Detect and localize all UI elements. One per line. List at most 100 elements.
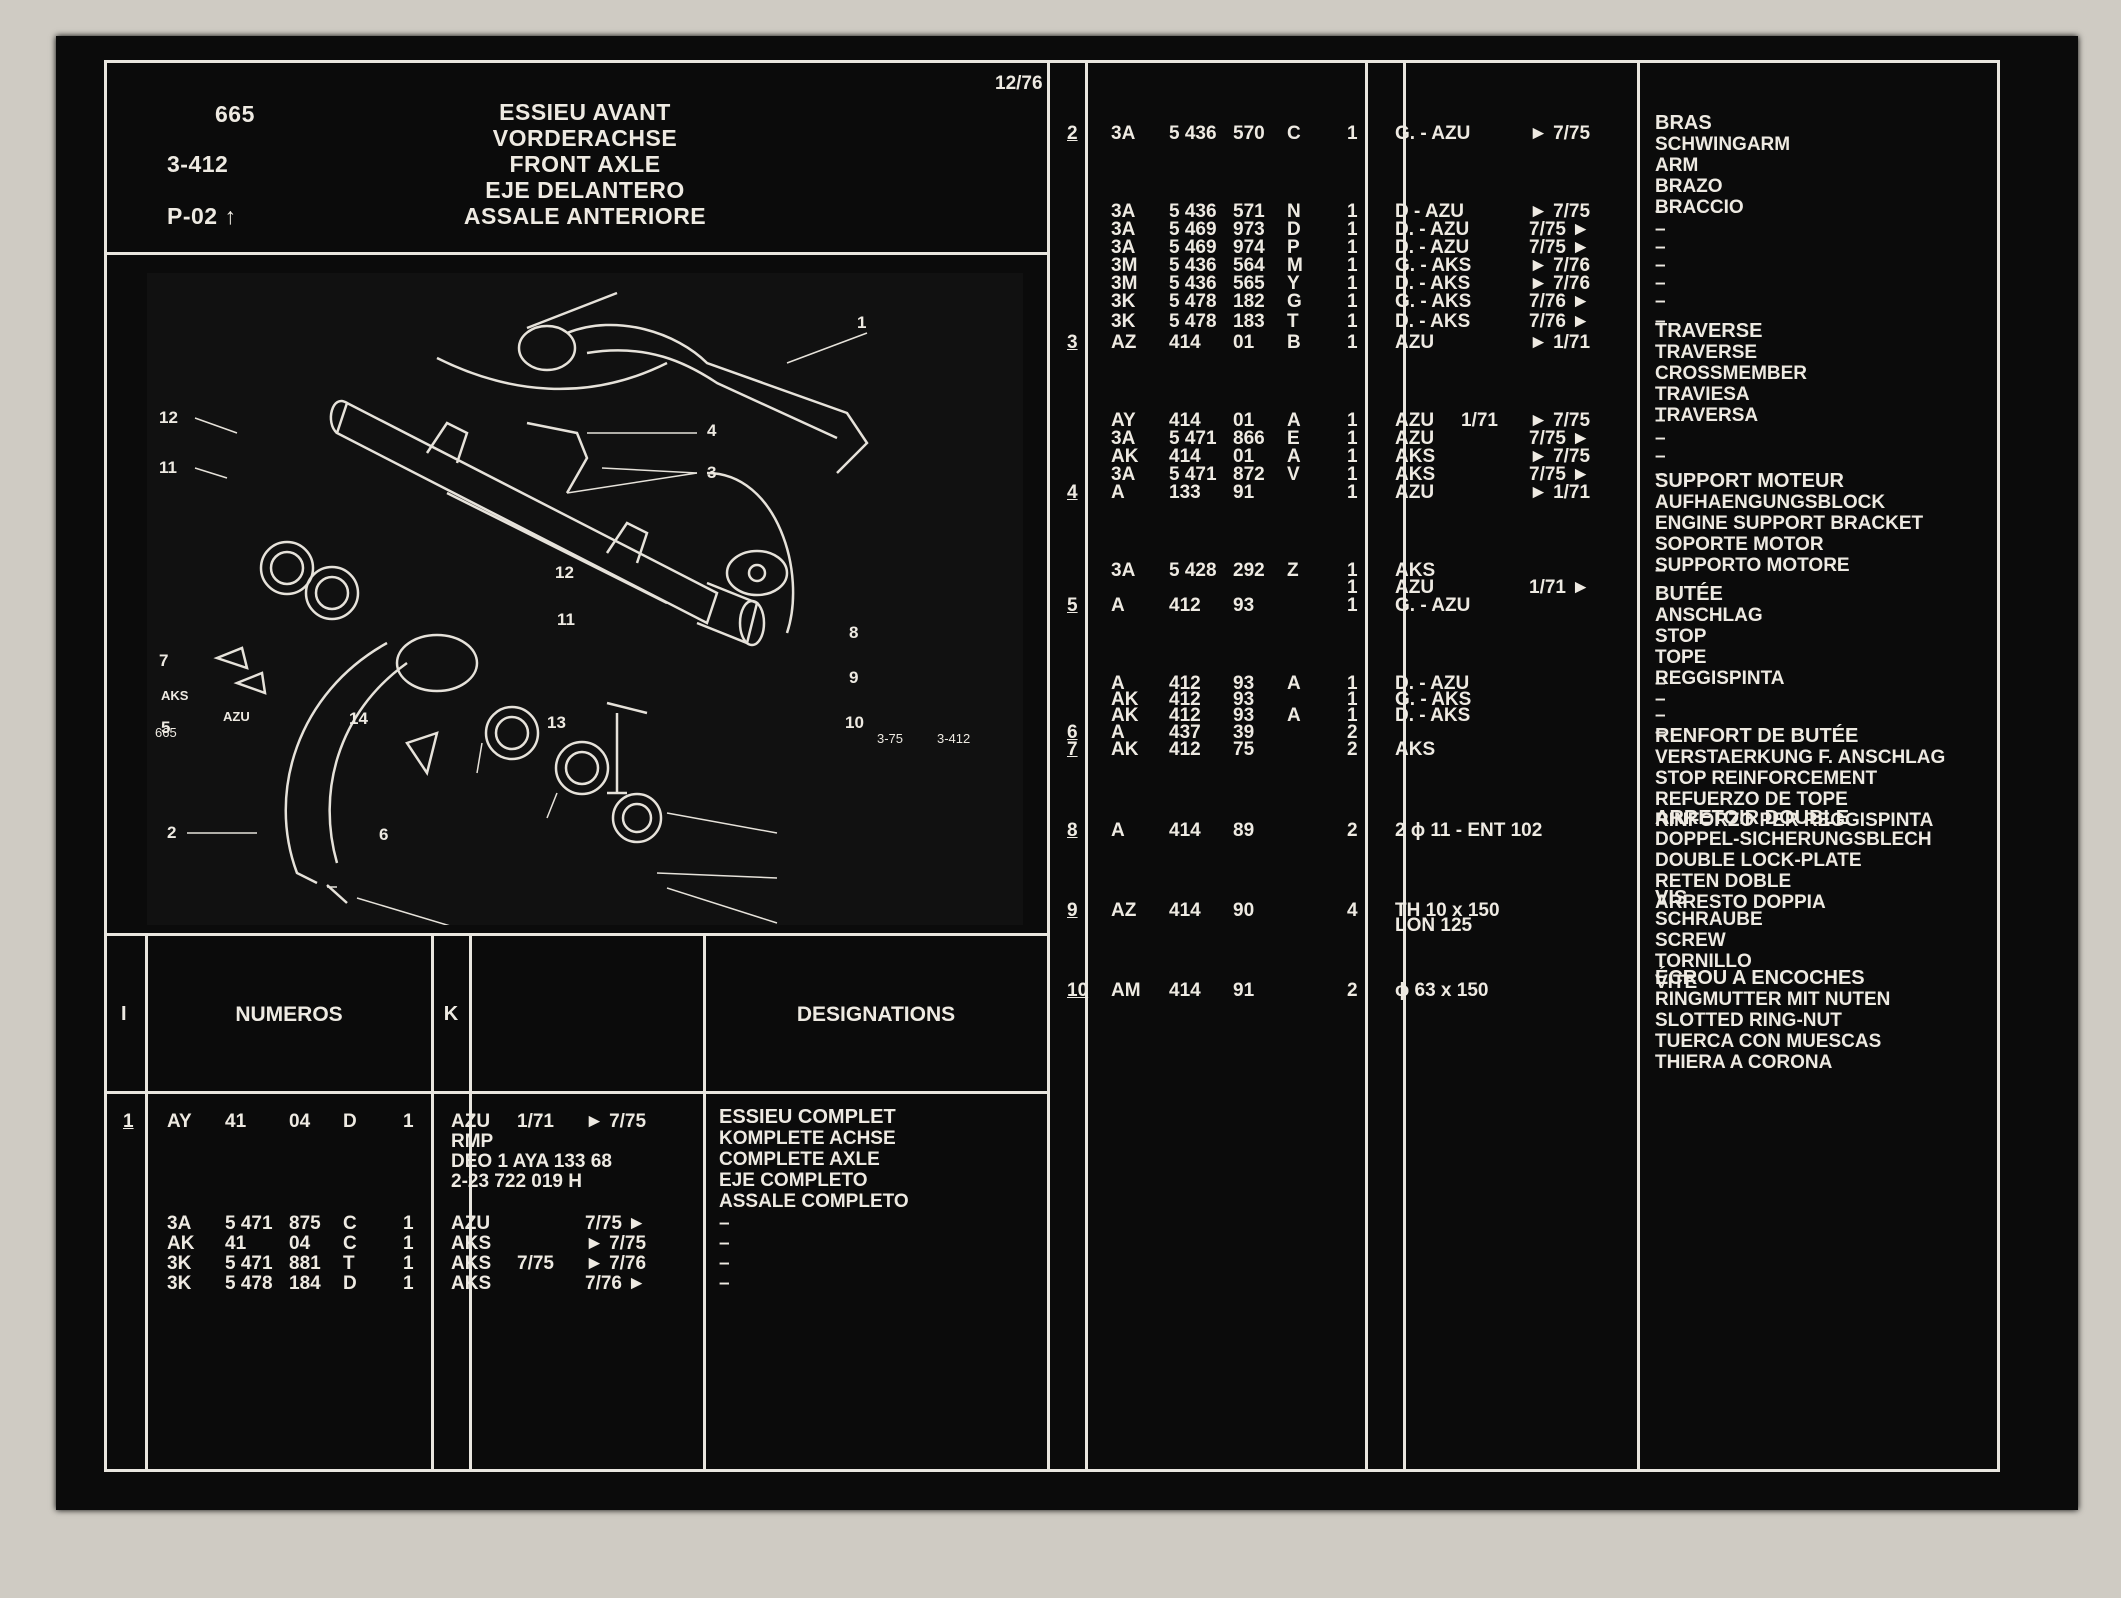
version: AZU <box>1395 428 1435 449</box>
quantity: 1 <box>1347 446 1358 467</box>
version: AKS <box>1395 560 1436 581</box>
designation-line: ANSCHLAG <box>1655 605 1763 626</box>
quantity: 1 <box>403 1233 414 1254</box>
version: AKS <box>1395 446 1436 467</box>
part-number-a: 5 478 <box>225 1273 273 1294</box>
designation-dash: – <box>1655 273 1666 294</box>
part-number-a: 412 <box>1169 595 1201 616</box>
quantity: 1 <box>1347 673 1358 694</box>
part-number-b: 570 <box>1233 123 1265 144</box>
date-from: 1/71 <box>517 1111 554 1132</box>
tag-azu: AZU <box>223 709 250 724</box>
version: G. - AZU <box>1395 123 1471 144</box>
designation-dash: – <box>719 1213 730 1234</box>
version: AZU <box>1395 410 1435 431</box>
designation-line: VITE <box>1655 972 1698 993</box>
part-number-b: 93 <box>1233 673 1255 694</box>
designation-line: VERSTAERKUNG F. ANSCHLAG <box>1655 747 1946 768</box>
part-number-b: 91 <box>1233 980 1255 1001</box>
part-number-b: 93 <box>1233 689 1255 710</box>
col-header-numbers: NUMEROS <box>235 1003 343 1026</box>
version: AKS <box>451 1253 492 1274</box>
quantity: 1 <box>403 1273 414 1294</box>
designation-dash: – <box>1655 410 1666 431</box>
part-number-a: 5 436 <box>1169 255 1217 276</box>
col-line <box>1403 63 1406 1469</box>
part-prefix: 3K <box>167 1253 192 1274</box>
version: ϕ 63 x 150 <box>1395 980 1489 1001</box>
designation-dash: – <box>1655 446 1666 467</box>
parts-sheet: 665 3-412 P-02 ↑ 12/76 ESSIEU AVANT VORD… <box>104 60 2000 1472</box>
diagram-footer-date: 3-75 <box>877 731 904 746</box>
version: G. - AKS <box>1395 255 1472 276</box>
part-number-a: 5 471 <box>225 1213 273 1234</box>
date-to: 7/75 ► <box>1529 464 1591 485</box>
date-to: ► 7/75 <box>1529 410 1591 431</box>
part-suffix: Z <box>1287 560 1299 581</box>
callout-11a: 11 <box>159 458 177 477</box>
version: AZU <box>1395 332 1435 353</box>
part-suffix: N <box>1287 201 1301 222</box>
part-prefix: AK <box>1111 739 1139 760</box>
designation-line: RINFORZO PER REGGISPINTA <box>1655 810 1934 831</box>
date-to: ► 7/75 <box>585 1111 647 1132</box>
quantity: 1 <box>1347 464 1358 485</box>
callout-13: 13 <box>547 713 566 732</box>
colheader-divider <box>107 1091 1049 1094</box>
part-number-a: 5 471 <box>1169 464 1217 485</box>
col-header-qty: K <box>443 1003 459 1025</box>
part-number-a: 5 436 <box>1169 201 1217 222</box>
part-number-b: 565 <box>1233 273 1265 294</box>
version: LON 125 <box>1395 915 1473 936</box>
designation-line: SCHWINGARM <box>1655 134 1791 155</box>
col-line <box>1085 63 1088 1469</box>
part-number-b: 91 <box>1233 482 1255 503</box>
part-number-a: 414 <box>1169 446 1201 467</box>
edition-date: 12/76 <box>995 73 1043 94</box>
designation-line: ASSALE COMPLETO <box>719 1191 909 1212</box>
part-prefix: A <box>1111 820 1125 841</box>
col-line <box>703 933 706 1469</box>
part-prefix: 3A <box>167 1213 192 1234</box>
version: AZU <box>1395 482 1435 503</box>
designation-line: BRACCIO <box>1655 197 1744 218</box>
part-suffix: D <box>343 1111 357 1132</box>
designation-line: COMPLETE AXLE <box>719 1149 880 1170</box>
item-index: 7 <box>1067 739 1078 760</box>
designation-line: TRAVIESA <box>1655 384 1750 405</box>
quantity: 1 <box>1347 273 1358 294</box>
part-number-a: 414 <box>1169 332 1201 353</box>
part-suffix: V <box>1287 464 1300 485</box>
designation-main: ESSIEU COMPLET <box>719 1106 896 1128</box>
version: D - AZU <box>1395 201 1464 222</box>
designation-main: ARRETOIR DOUBLE <box>1655 807 1850 829</box>
part-number-a: 5 469 <box>1169 219 1217 240</box>
item-index: 10 <box>1067 980 1089 1001</box>
part-suffix: C <box>343 1233 357 1254</box>
designation-dash: – <box>1655 464 1666 485</box>
designation-line: RETEN DOBLE <box>1655 871 1792 892</box>
table-row: LON 125 <box>1051 915 1971 939</box>
version: DEO 1 AYA 133 68 <box>451 1151 612 1172</box>
front-axle-drawing <box>147 273 1023 929</box>
quantity: 2 <box>1347 820 1358 841</box>
part-number-b: 75 <box>1233 739 1255 760</box>
designation-line: ENGINE SUPPORT BRACKET <box>1655 513 1924 534</box>
callout-7: 7 <box>159 651 169 670</box>
part-number-b: 01 <box>1233 446 1255 467</box>
designation-line: TORNILLO <box>1655 951 1752 972</box>
date-to: 7/75 ► <box>585 1213 647 1234</box>
part-suffix: G <box>1287 291 1302 312</box>
version: G. - AZU <box>1395 595 1471 616</box>
quantity: 1 <box>1347 428 1358 449</box>
